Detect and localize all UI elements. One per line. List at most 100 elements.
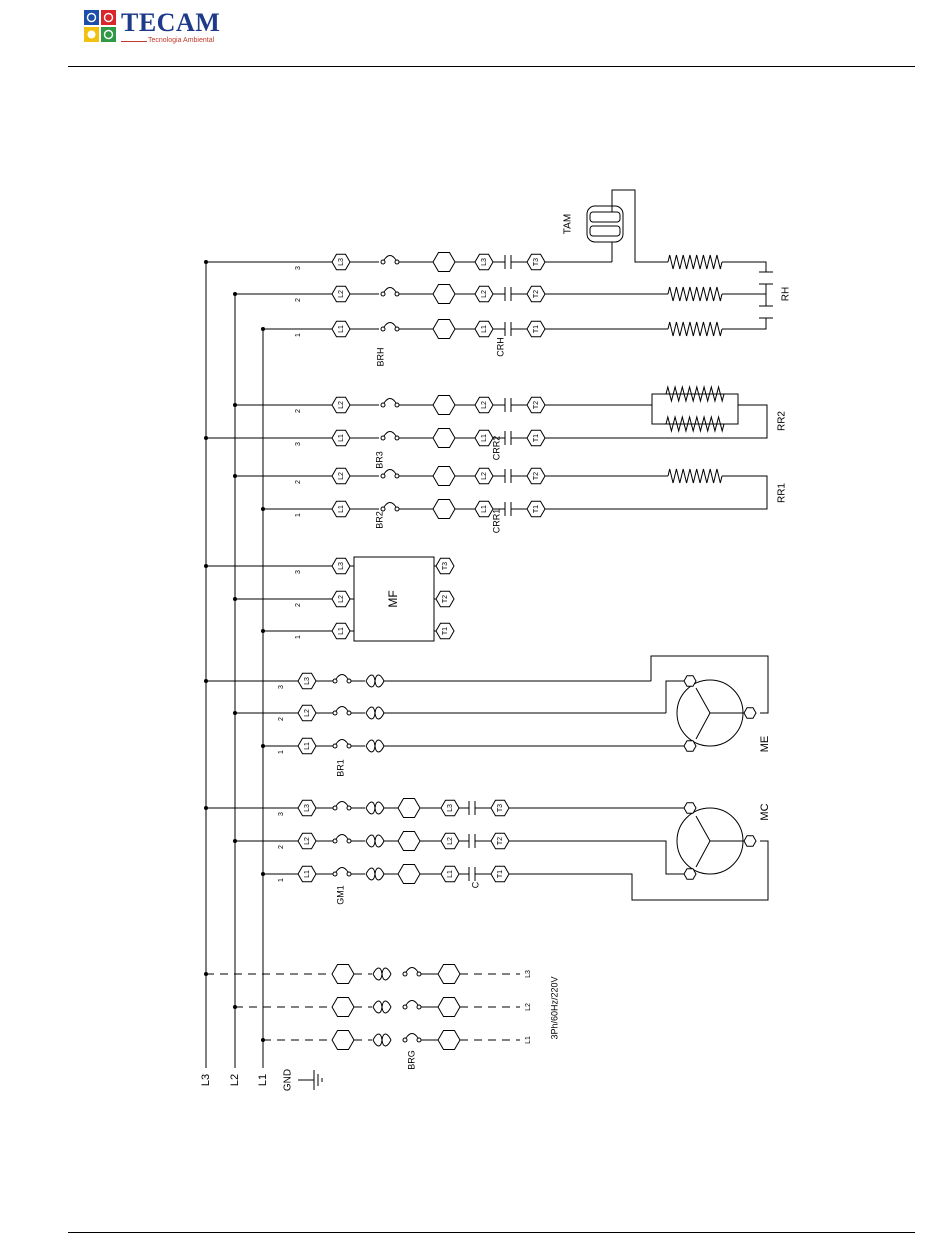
- motor-terminal: [744, 708, 756, 718]
- heating-resistor: [668, 255, 722, 269]
- contactor-terminal-label: L2: [447, 837, 454, 845]
- input-terminal-label: L1: [304, 870, 311, 878]
- phase-number: 1: [295, 635, 302, 639]
- bus-label-L1: L1: [257, 1074, 269, 1086]
- crh-label: CRH: [495, 337, 505, 357]
- terminal-block: [433, 396, 455, 415]
- me-lead-wire: [651, 656, 768, 713]
- supply-spec-label: 3Ph/60Hz/220V: [549, 976, 559, 1039]
- breaker-contact: [395, 292, 399, 296]
- breaker-contact: [381, 436, 385, 440]
- terminal-block: [433, 285, 455, 304]
- heating-resistor: [668, 322, 722, 336]
- breaker-contact: [381, 260, 385, 264]
- breaker-arc: [336, 868, 348, 873]
- mf-input-terminal-label: L3: [338, 562, 345, 570]
- breaker-contact: [347, 872, 351, 876]
- contactor-terminal-label: L3: [447, 804, 454, 812]
- contactor-terminal-label: L1: [481, 505, 488, 513]
- breaker-contact: [381, 474, 385, 478]
- contactor-terminal-label: L2: [481, 401, 488, 409]
- terminal-block: [332, 1031, 354, 1050]
- wire: [722, 262, 766, 272]
- contactor-terminal-label: L1: [481, 434, 488, 442]
- phase-number: 2: [295, 480, 302, 484]
- phase-number: 2: [278, 717, 285, 721]
- motor-winding: [696, 816, 710, 841]
- output-terminal-label: T1: [533, 434, 540, 442]
- c-label: C: [470, 881, 480, 888]
- output-terminal-label: T3: [497, 804, 504, 812]
- wire: [722, 318, 766, 329]
- breaker-arc: [384, 470, 396, 475]
- input-terminal-label: L2: [338, 290, 345, 298]
- rr1-return-wire: [545, 476, 767, 509]
- input-terminal-label: L3: [304, 804, 311, 812]
- breaker-contact: [417, 1038, 421, 1042]
- terminal-block: [433, 320, 455, 339]
- breaker-contact: [395, 260, 399, 264]
- motor-terminal: [684, 741, 696, 751]
- breaker-contact: [403, 1038, 407, 1042]
- breaker-arc: [336, 802, 348, 807]
- breaker-contact: [395, 436, 399, 440]
- ground-label: GND: [283, 1069, 294, 1091]
- breaker-arc: [384, 432, 396, 437]
- breaker-contact: [347, 806, 351, 810]
- mf-input-terminal-label: L1: [338, 627, 345, 635]
- breaker-contact: [333, 744, 337, 748]
- breaker-arc: [384, 399, 396, 404]
- breaker-contact: [417, 1005, 421, 1009]
- input-terminal-label: L3: [338, 258, 345, 266]
- br1-label: BR1: [335, 759, 345, 777]
- supply-phase-label: L3: [525, 970, 532, 978]
- breaker-contact: [333, 872, 337, 876]
- breaker-contact: [403, 1005, 407, 1009]
- crr1-label: CRR1: [491, 509, 501, 534]
- mf-output-terminal-label: T1: [442, 627, 449, 635]
- terminal-block: [332, 965, 354, 984]
- me-label: ME: [759, 736, 771, 753]
- input-terminal-label: L1: [338, 505, 345, 513]
- br2-label: BR2: [374, 511, 384, 529]
- breaker-contact: [395, 507, 399, 511]
- phase-number: 1: [295, 513, 302, 517]
- input-terminal-label: L2: [338, 401, 345, 409]
- motor-winding: [696, 841, 710, 867]
- breaker-contact: [333, 806, 337, 810]
- breaker-contact: [347, 711, 351, 715]
- input-terminal-label: L2: [304, 709, 311, 717]
- terminal-block: [332, 998, 354, 1017]
- motor-terminal: [684, 869, 696, 879]
- breaker-contact: [381, 292, 385, 296]
- contactor-terminal-label: L2: [481, 290, 488, 298]
- input-terminal-label: L1: [338, 434, 345, 442]
- breaker-arc: [336, 740, 348, 745]
- supply-phase-label: L2: [525, 1003, 532, 1011]
- output-terminal-label: T2: [497, 837, 504, 845]
- output-terminal-label: T1: [533, 505, 540, 513]
- breaker-contact: [333, 679, 337, 683]
- phase-number: 3: [295, 266, 302, 270]
- rr1-label: RR1: [777, 483, 788, 503]
- output-terminal-label: T3: [533, 258, 540, 266]
- output-terminal-label: T1: [497, 870, 504, 878]
- mf-output-terminal-label: T3: [442, 562, 449, 570]
- motor-terminal: [684, 803, 696, 813]
- motor-terminal: [684, 676, 696, 686]
- phase-number: 3: [278, 685, 285, 689]
- phase-number: 1: [278, 750, 285, 754]
- breaker-arc: [406, 968, 418, 973]
- br3-label: BR3: [374, 451, 384, 469]
- terminal-block: [438, 998, 460, 1017]
- bus-label-L2: L2: [229, 1074, 241, 1086]
- contactor-terminal-label: L3: [481, 258, 488, 266]
- phase-number: 2: [295, 603, 302, 607]
- wire: [722, 284, 766, 294]
- output-terminal-label: T2: [533, 290, 540, 298]
- contactor-terminal-label: L1: [481, 325, 488, 333]
- terminal-block: [438, 1031, 460, 1050]
- gm1-label: GM1: [335, 885, 345, 905]
- rh-label: RH: [781, 287, 792, 301]
